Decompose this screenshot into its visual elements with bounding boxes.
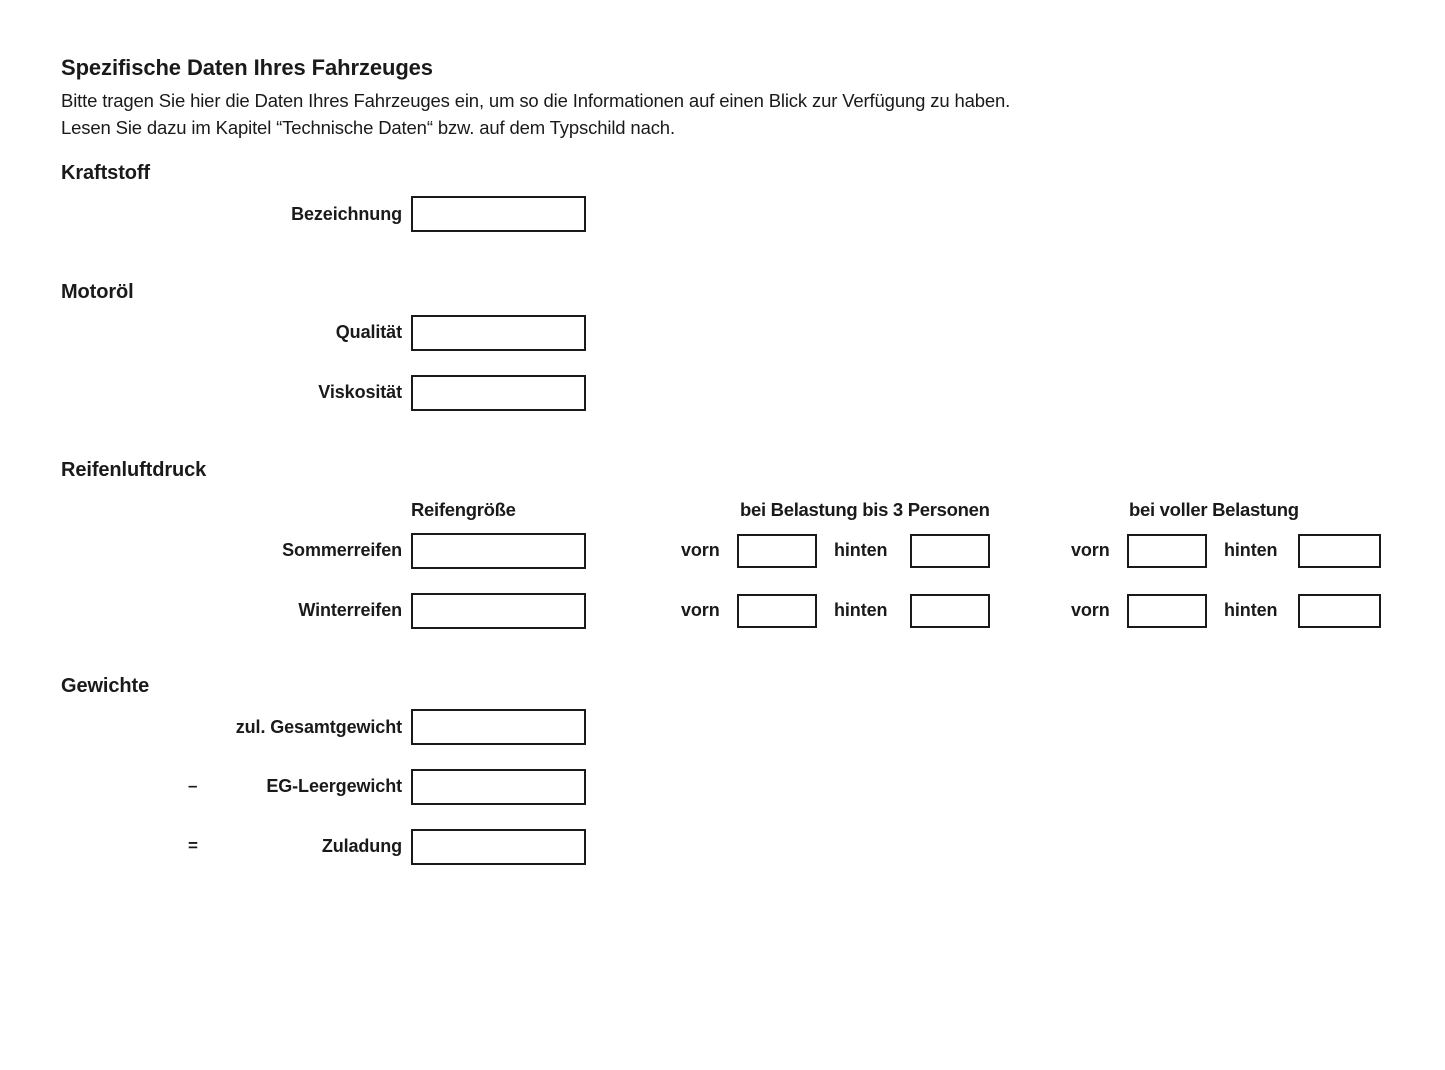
label-viskositaet: Viskosität [318,382,402,402]
label-zuladung: Zuladung [321,836,402,856]
input-sommerreifen-bis3-vorn[interactable] [737,534,817,568]
input-zuladung[interactable] [411,829,586,865]
intro-text-line-1: Bitte tragen Sie hier die Daten Ihres Fa… [61,90,1011,112]
input-qualitaet[interactable] [411,315,586,351]
operator-minus: – [188,776,198,795]
section-heading-motoroel: Motoröl [61,281,134,303]
label-bezeichnung: Bezeichnung [291,204,402,224]
input-winterreifen-reifengroesse[interactable] [411,593,586,629]
input-winterreifen-voll-hinten[interactable] [1298,594,1381,628]
input-sommerreifen-reifengroesse[interactable] [411,533,586,569]
input-sommerreifen-bis3-hinten[interactable] [910,534,990,568]
label-winterreifen-voll-hinten: hinten [1224,600,1278,620]
label-sommerreifen-voll-hinten: hinten [1224,540,1278,560]
section-heading-reifenluftdruck: Reifenluftdruck [61,459,207,481]
document-header: Spezifische Daten Ihres Fahrzeuges Bitte… [61,55,1361,142]
page-title: Spezifische Daten Ihres Fahrzeuges [61,55,433,80]
label-sommerreifen-voll-vorn: vorn [1071,540,1110,560]
section-heading-kraftstoff: Kraftstoff [61,162,150,184]
label-eg-leergewicht: EG-Leergewicht [266,776,402,796]
input-viskositaet[interactable] [411,375,586,411]
label-winterreifen-voll-vorn: vorn [1071,600,1110,620]
input-sommerreifen-voll-vorn[interactable] [1127,534,1207,568]
input-winterreifen-bis3-vorn[interactable] [737,594,817,628]
label-qualitaet: Qualität [335,322,402,342]
label-sommerreifen: Sommerreifen [282,540,402,560]
label-winterreifen-bis3-hinten: hinten [834,600,888,620]
label-zul-gesamtgewicht: zul. Gesamtgewicht [235,717,402,737]
label-sommerreifen-bis3-vorn: vorn [681,540,720,560]
intro-text-line-2: Lesen Sie dazu im Kapitel “Technische Da… [61,117,675,138]
column-header-reifengroesse: Reifengröße [411,499,516,520]
input-eg-leergewicht[interactable] [411,769,586,805]
input-bezeichnung[interactable] [411,196,586,232]
section-heading-gewichte: Gewichte [61,675,150,697]
column-header-volle-belastung: bei voller Belastung [1129,499,1299,520]
operator-equals: = [188,836,198,855]
label-winterreifen: Winterreifen [298,600,402,620]
input-sommerreifen-voll-hinten[interactable] [1298,534,1381,568]
column-header-belastung-bis-3-personen: bei Belastung bis 3 Personen [740,499,990,520]
input-winterreifen-voll-vorn[interactable] [1127,594,1207,628]
label-winterreifen-bis3-vorn: vorn [681,600,720,620]
input-zul-gesamtgewicht[interactable] [411,709,586,745]
label-sommerreifen-bis3-hinten: hinten [834,540,888,560]
input-winterreifen-bis3-hinten[interactable] [910,594,990,628]
